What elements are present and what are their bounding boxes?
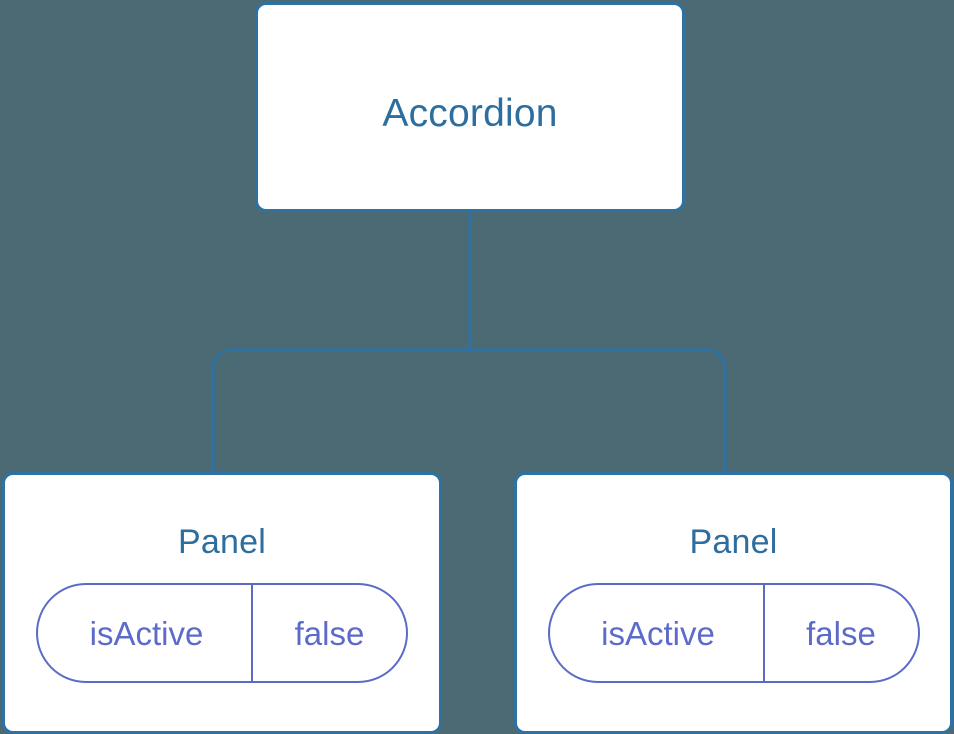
node-accordion-label: Accordion [382,92,558,135]
node-panel-0[interactable]: Panel isActive false [2,472,442,734]
edge-accordion-to-panel-0 [211,348,470,474]
node-panel-1-props: isActive false [517,583,950,683]
prop-pill-is-active[interactable]: isActive false [547,583,920,683]
node-panel-1-label: Panel [689,523,778,561]
node-panel-1[interactable]: Panel isActive false [514,472,953,734]
prop-key-is-active: isActive [601,614,715,652]
edge-accordion-to-panel-1 [470,348,727,474]
node-accordion[interactable]: Accordion [255,2,685,212]
prop-divider [251,585,253,681]
node-panel-0-props: isActive false [5,583,439,683]
prop-key-is-active: isActive [89,614,204,652]
prop-value-is-active: false [294,614,365,652]
node-panel-0-label: Panel [178,523,266,561]
prop-pill-is-active[interactable]: isActive false [36,583,408,683]
prop-value-is-active: false [806,614,876,652]
prop-divider [762,585,765,681]
